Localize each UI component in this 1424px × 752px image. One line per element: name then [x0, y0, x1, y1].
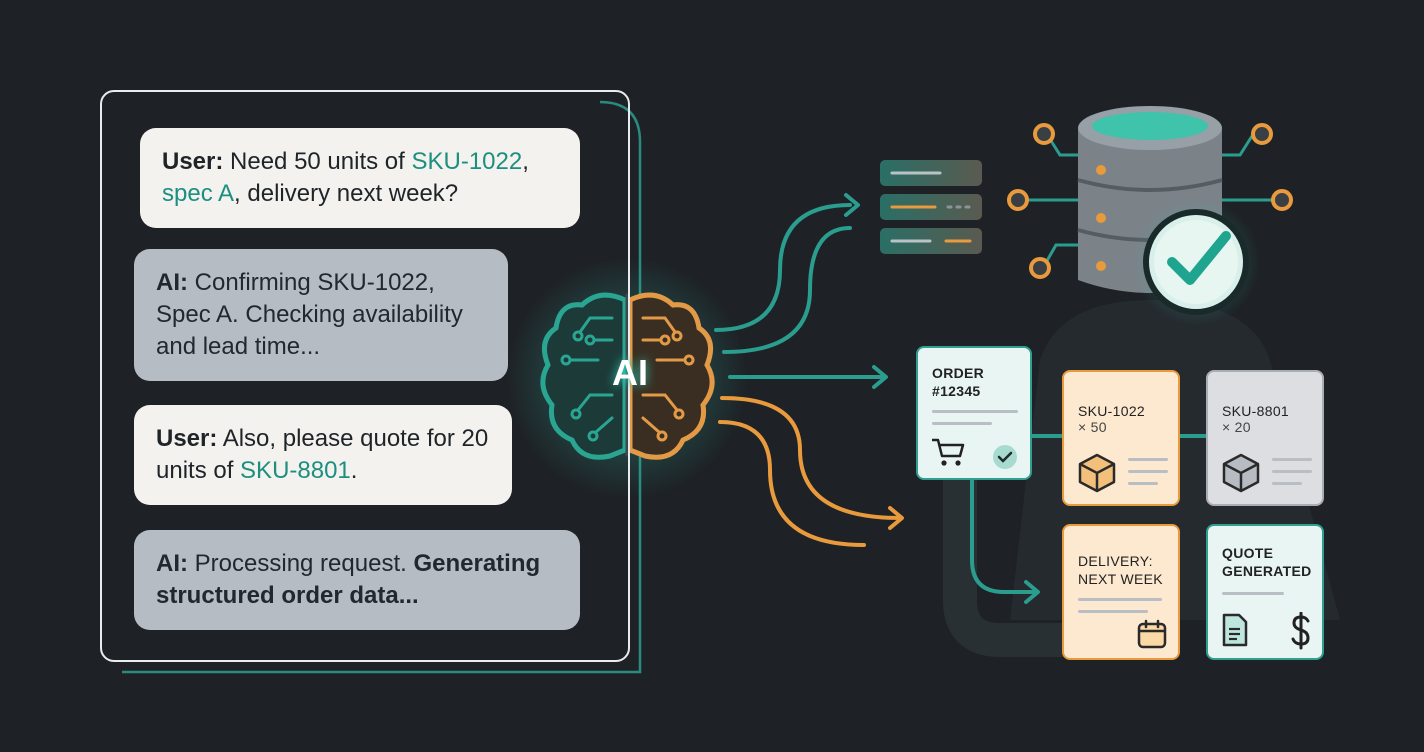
box-icon [1222, 453, 1260, 493]
message-text: , [522, 148, 529, 175]
box-icon [1078, 453, 1116, 493]
checkmark-badge-icon [1132, 198, 1260, 326]
message-text: Confirming SKU-1022, Spec A. Checking av… [156, 269, 463, 360]
order-title: ORDER #12345 [932, 364, 984, 400]
quote-title: QUOTE GENERATED [1222, 544, 1312, 580]
sku-highlight: SKU-1022 [411, 148, 523, 175]
text-line [1272, 482, 1302, 485]
flow-channel [943, 460, 1070, 657]
chat-frame-accent [122, 100, 642, 674]
chat-message-ai-2: AI: Processing request. Generating struc… [134, 530, 580, 630]
message-text: Processing request. [188, 550, 414, 577]
brain-label: AI [612, 352, 648, 393]
text-line [932, 410, 1018, 413]
connectors [714, 203, 1208, 594]
text-line [1078, 598, 1162, 601]
sku-quantity: × 20 [1222, 419, 1251, 435]
order-label: ORDER [932, 365, 985, 381]
text-line [932, 422, 992, 425]
text-line [1078, 610, 1148, 613]
sku-title: SKU-8801 [1222, 403, 1289, 419]
order-number: #12345 [932, 383, 981, 399]
chat-message-user-1: User: Need 50 units of SKU-1022, spec A,… [140, 128, 580, 228]
speaker-label: User: [156, 425, 218, 452]
text-line [1128, 458, 1168, 461]
text-line [1222, 592, 1284, 595]
message-text: , delivery next week? [234, 180, 459, 207]
speaker-label: AI: [156, 269, 188, 296]
calendar-icon [1137, 619, 1167, 649]
dollar-icon [1291, 612, 1310, 650]
message-text: . [350, 457, 358, 484]
speaker-label: AI: [156, 550, 188, 577]
message-text: Also, please quote for 20 units of [156, 425, 489, 484]
text-line [1128, 470, 1168, 473]
sku-title: SKU-1022 [1078, 403, 1145, 419]
quote-label: QUOTE [1222, 545, 1274, 561]
sku-8801-document: SKU-8801 × 20 [1206, 370, 1324, 506]
sku-quantity: × 50 [1078, 419, 1107, 435]
text-line [1128, 482, 1158, 485]
quote-status: GENERATED [1222, 563, 1312, 579]
order-document: ORDER #12345 [916, 346, 1032, 480]
quote-document: QUOTE GENERATED [1206, 524, 1324, 660]
arrowheads [844, 193, 1040, 604]
cart-icon [932, 438, 965, 466]
speaker-label: User: [162, 148, 224, 175]
delivery-document: DELIVERY: NEXT WEEK [1062, 524, 1180, 660]
delivery-value: NEXT WEEK [1078, 571, 1163, 587]
chat-message-ai-1: AI: Confirming SKU-1022, Spec A. Checkin… [134, 249, 508, 381]
brain-icon [540, 292, 715, 460]
spec-highlight: spec A [162, 180, 235, 207]
sku-highlight: SKU-8801 [240, 457, 351, 484]
check-icon [993, 445, 1017, 469]
document-icon [1222, 613, 1248, 647]
message-bold-text: Generating structured order data... [156, 550, 541, 609]
records-icon [880, 160, 982, 254]
text-line [1272, 470, 1312, 473]
delivery-label: DELIVERY: [1078, 553, 1153, 569]
text-line [1272, 458, 1312, 461]
chat-panel [100, 90, 630, 662]
message-text: Need 50 units of [223, 148, 412, 175]
sku-1022-document: SKU-1022 × 50 [1062, 370, 1180, 506]
chat-message-user-2: User: Also, please quote for 20 units of… [134, 405, 512, 505]
delivery-title: DELIVERY: NEXT WEEK [1078, 552, 1163, 588]
